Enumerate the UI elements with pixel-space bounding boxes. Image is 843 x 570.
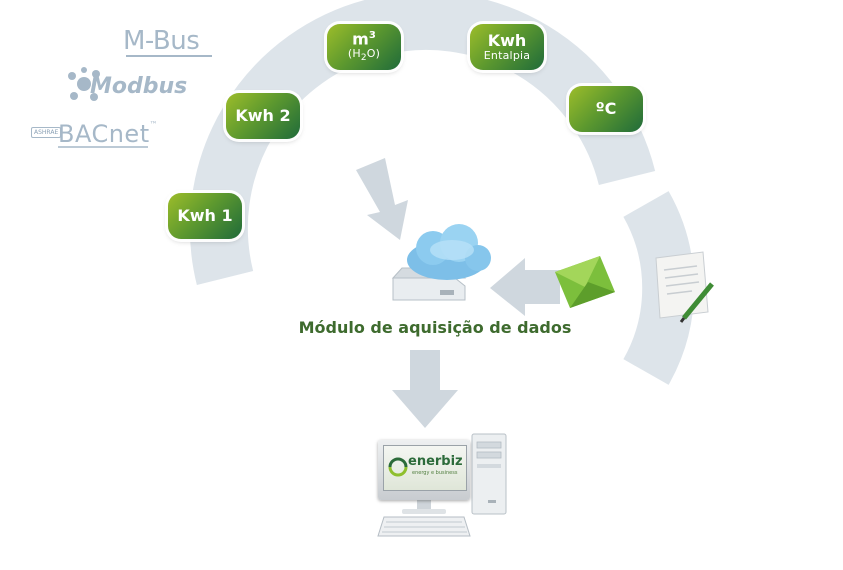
- document-icon: [655, 251, 714, 323]
- ashrae-badge: ASHRAE: [31, 127, 62, 138]
- arc-to-module-arrow: [356, 158, 408, 240]
- bacnet-trademark: ™: [149, 120, 159, 129]
- tag-m3-exponent: 3: [368, 30, 376, 41]
- computer-tower-icon: [471, 433, 507, 515]
- tag-kwh-1: Kwh 1: [168, 193, 242, 239]
- module-caption: Módulo de aquisição de dados: [298, 318, 572, 337]
- tag-m3-sub-digit: 2: [360, 53, 367, 64]
- module-to-computer-arrow: [392, 350, 458, 428]
- tag-celsius-label: ºC: [595, 99, 617, 119]
- tag-m3-sub: (H2O): [347, 46, 381, 64]
- tag-celsius: ºC: [569, 86, 643, 132]
- mbus-logo: M-Bus: [123, 26, 200, 56]
- envelope-icon: [555, 256, 615, 308]
- monitor-icon: enerbiz energy e business: [378, 440, 470, 500]
- tag-kwh-entalpia-label: Kwh: [487, 31, 527, 51]
- monitor-screen: enerbiz energy e business: [383, 445, 467, 491]
- tag-kwh-2-label: Kwh 2: [235, 106, 291, 126]
- tag-m3-sub-post: O): [366, 46, 381, 60]
- tag-kwh-2: Kwh 2: [226, 93, 300, 139]
- tag-kwh-1-label: Kwh 1: [177, 206, 233, 226]
- modbus-logo-mark: [68, 67, 100, 101]
- monitor-stand: [402, 500, 446, 514]
- tag-kwh-entalpia: Kwh Entalpia: [470, 24, 544, 70]
- bacnet-text: BACnet: [58, 120, 150, 148]
- enerbiz-tagline: energy e business: [412, 470, 458, 476]
- tag-kwh-entalpia-sub: Entalpia: [483, 48, 531, 62]
- tag-m3-unit: m: [352, 29, 369, 49]
- tag-m3-sub-pre: (H: [347, 46, 361, 60]
- tag-m3-water: m3 (H2O): [327, 24, 401, 70]
- enerbiz-swoosh-icon: [388, 457, 408, 477]
- cloud-icon: [407, 224, 491, 280]
- tag-m3-label: m3: [352, 30, 376, 48]
- modbus-logo: Modbus: [90, 74, 188, 99]
- enerbiz-logo: enerbiz: [408, 454, 463, 469]
- envelope-to-module-arrow: [490, 258, 560, 316]
- keyboard-icon: [377, 516, 471, 537]
- bacnet-logo: BACnet™: [58, 120, 158, 148]
